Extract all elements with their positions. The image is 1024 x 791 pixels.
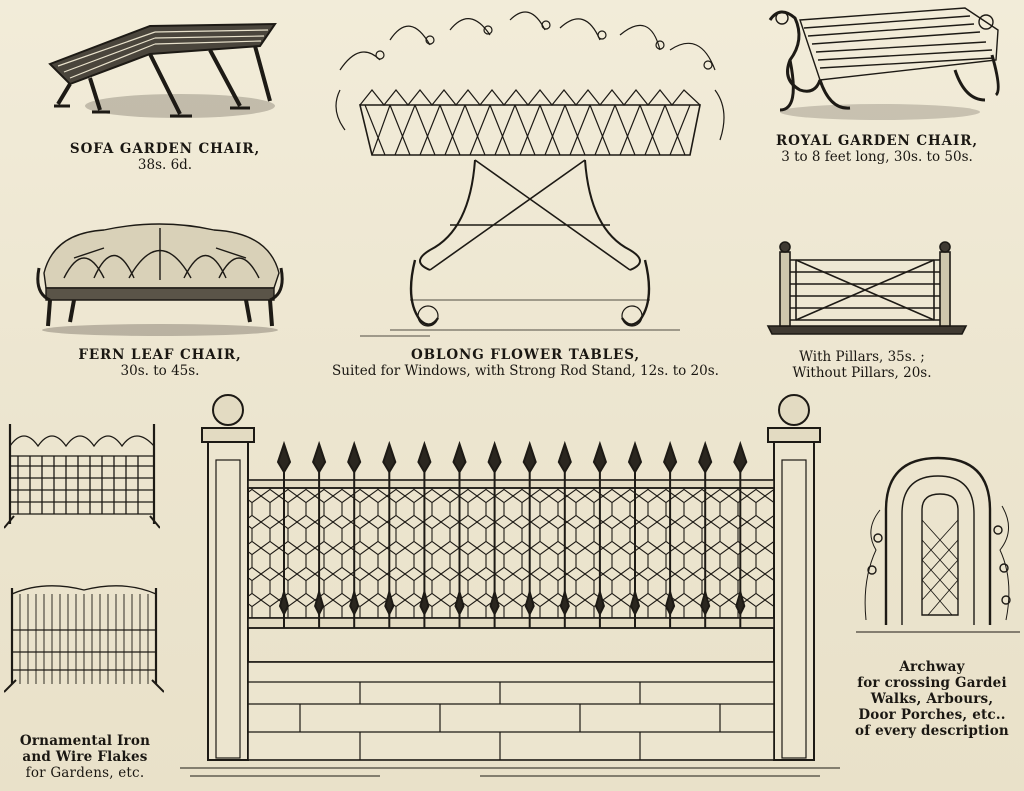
fence-finial <box>487 440 502 474</box>
archway-line-3: Walks, Arbours, <box>870 690 994 707</box>
garden-gate-caption: With Pillars, 35s. ; Without Pillars, 20… <box>762 349 962 382</box>
oblong-flower-tables-price: Suited for Windows, with Strong Rod Stan… <box>332 362 719 379</box>
archway-engraving <box>856 450 1020 640</box>
archway-line-4: Door Porches, etc.. <box>858 706 1006 723</box>
garden-gate-price-with-pillars: With Pillars, 35s. ; <box>799 349 925 365</box>
wire-flakes-line-1: Ornamental Iron <box>19 733 151 749</box>
royal-garden-chair-engraving <box>760 0 1002 125</box>
fern-leaf-chair-price: 30s. to 45s. <box>120 362 200 379</box>
fence-finial <box>347 440 362 474</box>
fence-finial <box>698 440 713 474</box>
royal-garden-chair-price: 3 to 8 feet long, 30s. to 50s. <box>781 148 973 165</box>
royal-garden-chair-caption: ROYAL GARDEN CHAIR, 3 to 8 feet long, 30… <box>752 133 1002 166</box>
fence-lower-spike <box>735 588 746 617</box>
wire-flakes-line-3: for Gardens, etc. <box>25 764 145 781</box>
oblong-flower-tables-title: OBLONG FLOWER TABLES, <box>410 347 641 363</box>
sofa-garden-chair-engraving <box>30 6 280 124</box>
archway-line-2: for crossing Gardei <box>857 674 1007 691</box>
fence-lower-spike <box>454 588 465 617</box>
fence-lower-spike <box>559 588 570 617</box>
fence-finial <box>557 440 572 474</box>
fence-lower-spike <box>594 588 605 617</box>
garden-gate-price-without-pillars: Without Pillars, 20s. <box>792 364 932 381</box>
sofa-garden-chair-title: SOFA GARDEN CHAIR, <box>69 141 261 157</box>
fence-finial <box>417 440 432 474</box>
garden-gate-engraving <box>766 238 970 338</box>
fence-finial <box>733 440 748 474</box>
fence-finial <box>382 440 397 474</box>
fence-lower-spike <box>700 588 711 617</box>
fence-lower-spike <box>665 588 676 617</box>
wire-flakes-caption: Ornamental Iron and Wire Flakes for Gard… <box>2 733 168 782</box>
wire-flake-upper-engraving <box>4 416 160 534</box>
archway-line-5: of every description <box>855 722 1009 739</box>
fence-finial <box>276 440 292 474</box>
ornamental-railing-engraving <box>180 392 840 786</box>
fence-lower-spike <box>314 588 325 617</box>
fence-finial <box>452 440 467 474</box>
fence-finial <box>627 440 643 474</box>
fern-leaf-chair-title: FERN LEAF CHAIR, <box>78 347 242 363</box>
sofa-garden-chair-caption: SOFA GARDEN CHAIR, 38s. 6d. <box>40 141 290 174</box>
oblong-flower-tables-caption: OBLONG FLOWER TABLES, Suited for Windows… <box>298 347 753 380</box>
fence-finial <box>663 440 678 474</box>
fence-lower-spike <box>384 588 395 617</box>
archway-title: Archway <box>899 659 965 675</box>
wire-flakes-line-2: and Wire Flakes <box>22 748 148 765</box>
wire-flake-lower-engraving <box>4 580 164 700</box>
fence-finial <box>592 440 607 474</box>
royal-garden-chair-title: ROYAL GARDEN CHAIR, <box>776 133 978 149</box>
fence-lower-spike <box>629 588 641 617</box>
fence-finial <box>312 440 327 474</box>
fence-lower-spike <box>278 588 290 617</box>
archway-caption: Archway for crossing Gardei Walks, Arbou… <box>852 659 1012 740</box>
fence-lower-spike <box>419 588 430 617</box>
oblong-flower-table-engraving <box>320 0 740 340</box>
fence-lower-spike <box>349 588 360 617</box>
fence-lower-spike <box>524 588 535 617</box>
fence-lower-spike <box>489 588 500 617</box>
fern-leaf-chair-engraving <box>34 218 286 342</box>
fern-leaf-chair-caption: FERN LEAF CHAIR, 30s. to 45s. <box>34 347 286 380</box>
fence-finial <box>522 440 537 474</box>
sofa-garden-chair-price: 38s. 6d. <box>137 156 193 173</box>
